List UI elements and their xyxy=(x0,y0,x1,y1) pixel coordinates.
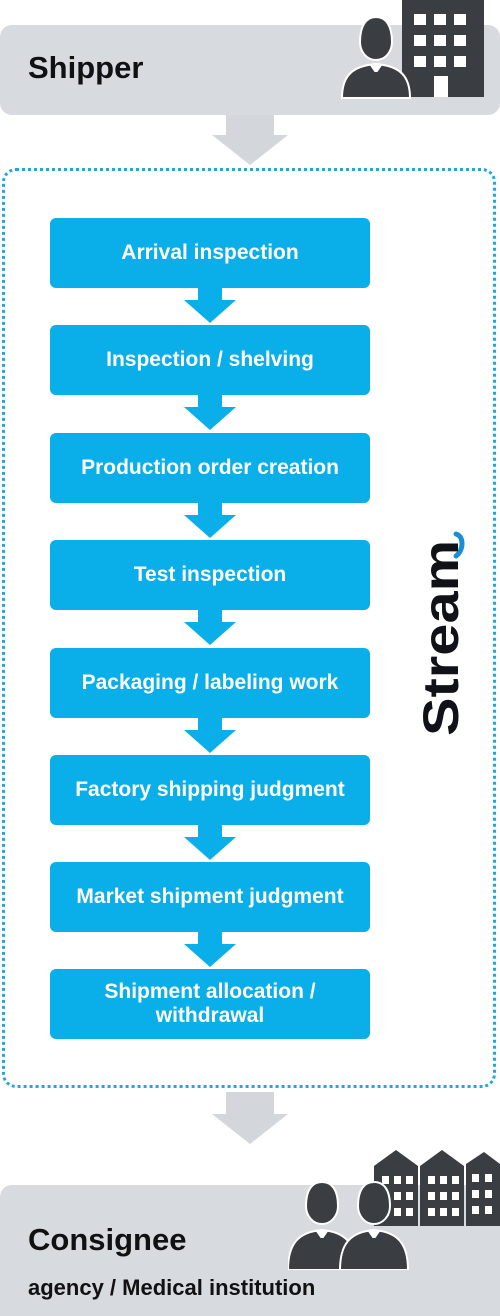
step-factory-shipping-judgment: Factory shipping judgment xyxy=(50,755,370,825)
step-arrow-icon xyxy=(184,932,236,967)
step-arrival-inspection: Arrival inspection xyxy=(50,218,370,288)
down-arrow-icon xyxy=(212,1092,288,1144)
process-container xyxy=(2,168,496,1088)
step-market-shipment-judgment: Market shipment judgment xyxy=(50,862,370,932)
step-test-inspection: Test inspection xyxy=(50,540,370,610)
shipper-title: Shipper xyxy=(28,50,144,85)
step-packaging-labeling: Packaging / labeling work xyxy=(50,648,370,718)
stream-logo: Stream xyxy=(413,531,466,736)
step-arrow-icon xyxy=(184,718,236,753)
businessman-building-icon xyxy=(340,0,484,99)
svg-text:Stream: Stream xyxy=(413,540,466,736)
step-arrow-icon xyxy=(184,825,236,860)
step-shipment-allocation-withdrawal: Shipment allocation / withdrawal xyxy=(50,969,370,1039)
consignee-subtitle: agency / Medical institution xyxy=(28,1275,316,1300)
consignee-title: Consignee xyxy=(28,1222,187,1257)
step-arrow-icon xyxy=(184,503,236,538)
down-arrow-icon xyxy=(212,115,288,165)
step-arrow-icon xyxy=(184,288,236,323)
step-production-order-creation: Production order creation xyxy=(50,433,370,503)
step-arrow-icon xyxy=(184,395,236,430)
step-inspection-shelving: Inspection / shelving xyxy=(50,325,370,395)
step-arrow-icon xyxy=(184,610,236,645)
businessmen-buildings-icon xyxy=(288,1150,500,1270)
